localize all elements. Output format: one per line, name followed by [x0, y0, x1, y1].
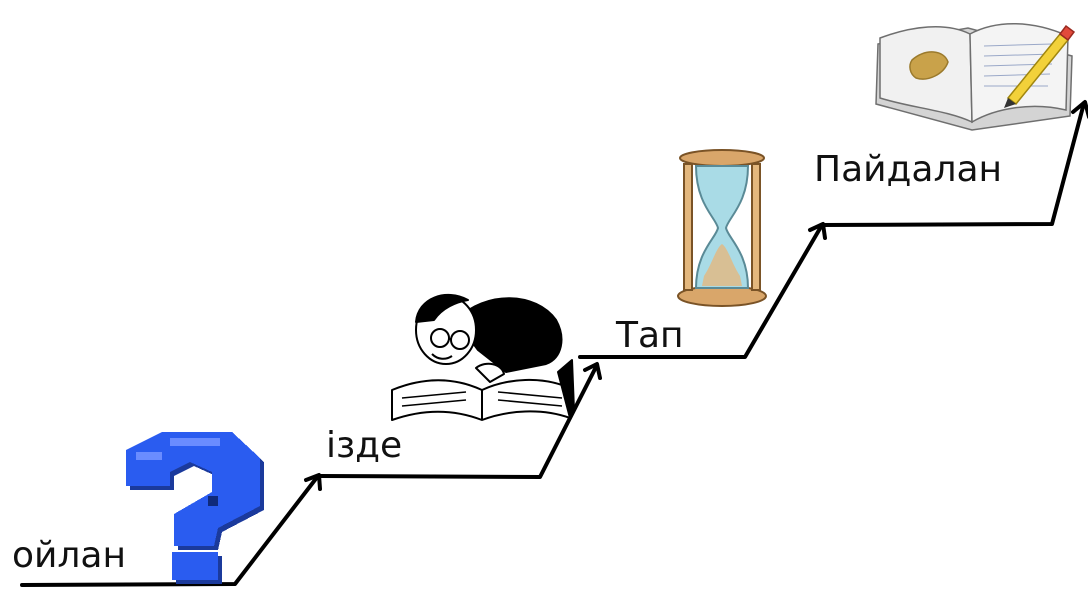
step-line-3: [578, 223, 824, 359]
step-label-2: ізде: [326, 425, 403, 466]
step-line-4: [820, 101, 1086, 227]
step-label-4: Пайдалан: [814, 149, 1003, 190]
reader-with-book-icon: [391, 294, 575, 421]
question-mark-icon: [126, 432, 264, 584]
step-label-1: ойлан: [12, 535, 127, 576]
arrowhead-2: [583, 362, 602, 380]
open-book-with-pen-icon: [875, 23, 1076, 131]
step-label-3: Тап: [616, 315, 684, 356]
step-line-1: [20, 474, 320, 587]
step-line-2: [318, 363, 599, 479]
hourglass-icon: [677, 149, 767, 307]
